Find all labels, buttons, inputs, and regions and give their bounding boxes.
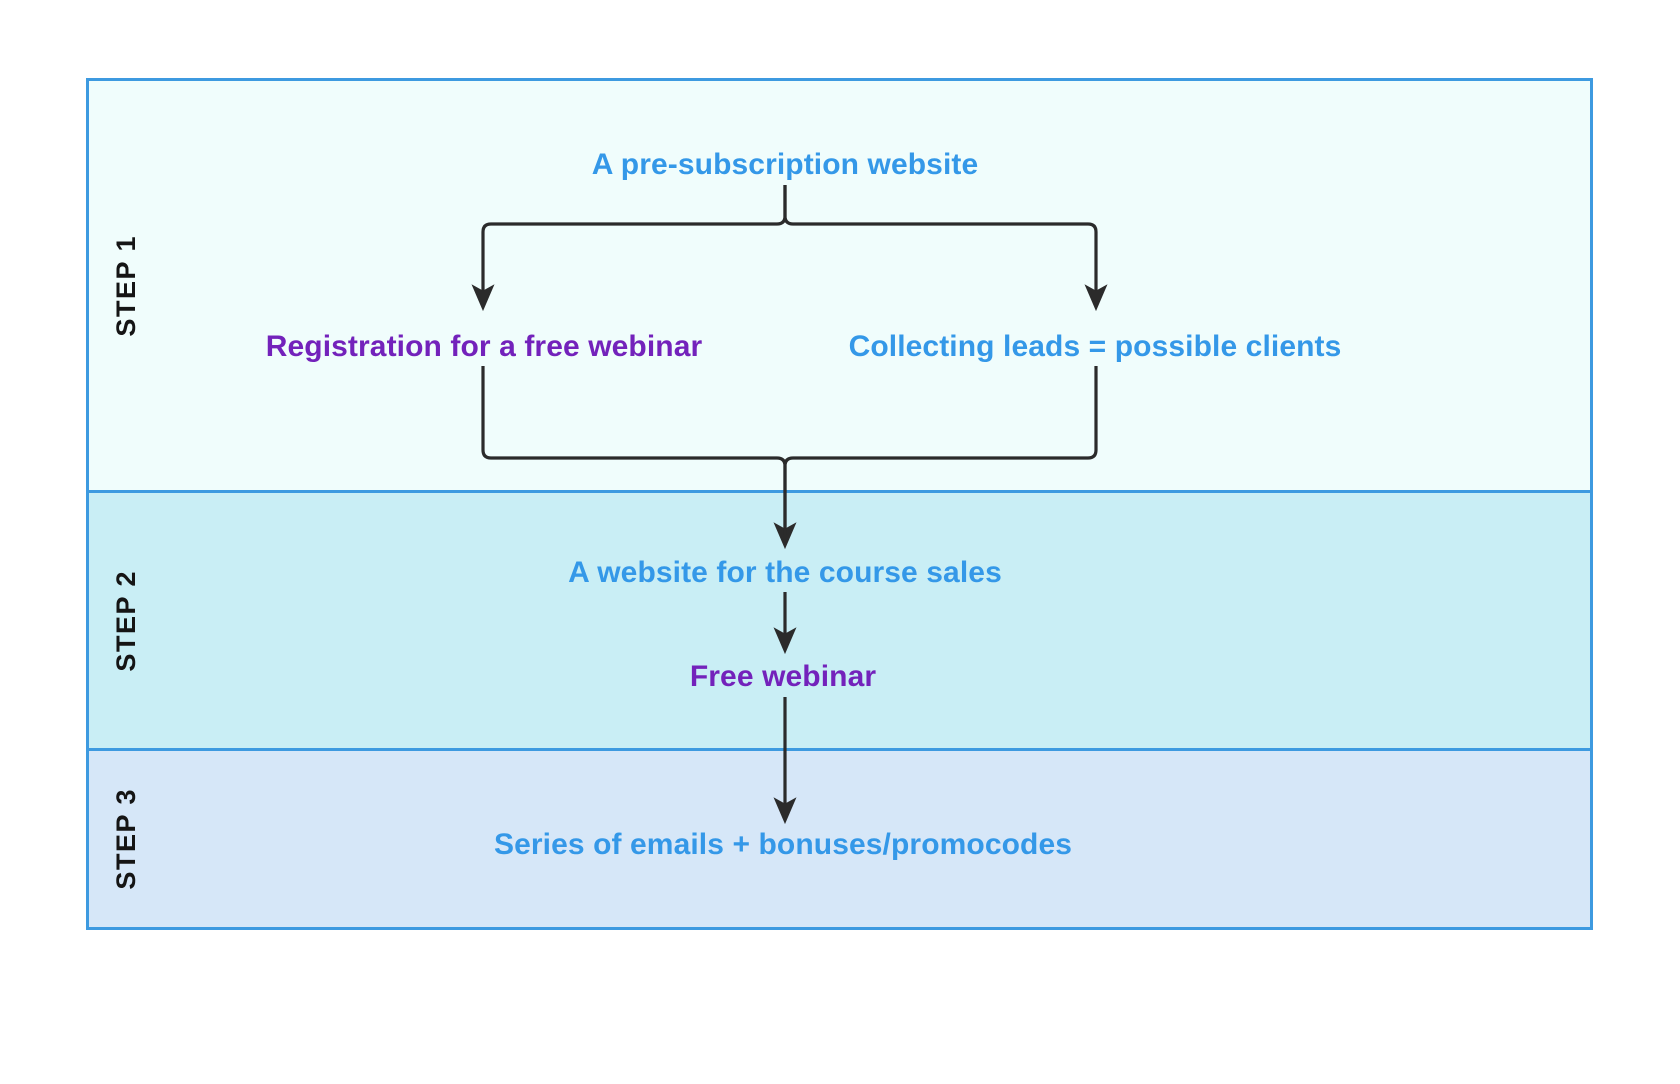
node-pre-subscription-website: A pre-subscription website bbox=[591, 148, 979, 181]
step-label-1-wrap: STEP 1 bbox=[89, 81, 1590, 490]
step-band-3: STEP 3 bbox=[89, 751, 1590, 927]
node-collecting-leads: Collecting leads = possible clients bbox=[848, 330, 1342, 363]
step-label-2: STEP 2 bbox=[111, 569, 141, 672]
diagram-frame: STEP 1 STEP 2 STEP 3 bbox=[86, 78, 1593, 930]
step-label-3: STEP 3 bbox=[111, 788, 141, 890]
node-free-webinar: Free webinar bbox=[689, 660, 877, 693]
step-label-1: STEP 1 bbox=[111, 234, 141, 337]
node-registration-free-webinar: Registration for a free webinar bbox=[265, 330, 703, 363]
step-label-2-wrap: STEP 2 bbox=[89, 493, 1590, 748]
step-band-1: STEP 1 bbox=[89, 81, 1590, 493]
node-website-course-sales: A website for the course sales bbox=[568, 556, 1002, 589]
node-series-of-emails: Series of emails + bonuses/promocodes bbox=[493, 828, 1073, 861]
step-band-2: STEP 2 bbox=[89, 493, 1590, 751]
